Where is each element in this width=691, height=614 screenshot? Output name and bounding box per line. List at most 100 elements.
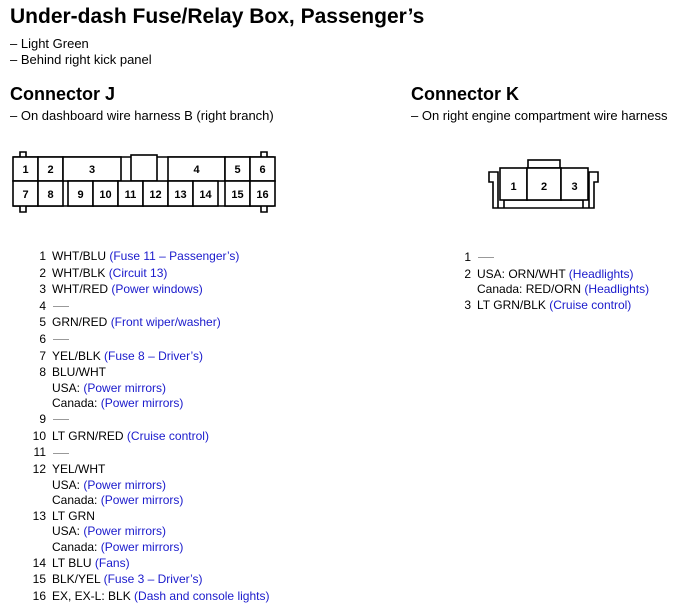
- unused-pin-dash: [478, 257, 494, 259]
- pin-description: WHT/BLU (Fuse 11 – Passenger’s): [52, 248, 239, 265]
- unused-pin-dash: [53, 306, 69, 308]
- wire-color: LT GRN/BLK: [477, 298, 546, 313]
- pin-description: YEL/BLK (Fuse 8 – Driver’s): [52, 348, 203, 365]
- wire-color: RED/ORN: [525, 282, 582, 297]
- pin-description: LT BLU (Fans): [52, 555, 130, 572]
- variant-prefix: Canada:: [52, 492, 98, 507]
- circuit-name: (Power mirrors): [100, 539, 184, 554]
- cavity-label: 6: [259, 164, 265, 176]
- variant-prefix: Canada:: [52, 539, 98, 554]
- wire-color: LT BLU: [52, 555, 92, 570]
- pin-number: 6: [39, 331, 46, 346]
- pin-variant-row: Canada: RED/ORN (Headlights): [453, 282, 683, 297]
- cavity-j-12: [142, 180, 169, 207]
- cavity-label: 9: [77, 189, 83, 201]
- wire-color: GRN/RED: [52, 315, 108, 330]
- cavity-label: 11: [125, 189, 137, 201]
- pin-number: 8: [39, 365, 46, 380]
- cavity-label: 1: [510, 181, 516, 193]
- circuit-name: (Dash and console lights): [134, 589, 270, 604]
- pin-variant-row: USA: (Power mirrors): [28, 524, 328, 539]
- connector-j-heading: Connector J: [10, 84, 116, 104]
- circuit-name: (Circuit 13): [108, 265, 168, 280]
- pin-description: USA: ORN/WHT (Headlights): [477, 266, 634, 283]
- circuit-name: (Power mirrors): [83, 524, 167, 539]
- page-title: Under-dash Fuse/Relay Box, Passenger’s: [10, 5, 425, 28]
- pin-number: 12: [32, 461, 46, 476]
- wire-color: LT GRN/RED: [52, 428, 124, 443]
- cavity-j-14: [192, 180, 219, 207]
- circuit-name: (Headlights): [568, 266, 634, 281]
- connector-j-location: – On dashboard wire harness B (right bra…: [10, 108, 274, 123]
- cavity-label: 12: [149, 189, 161, 201]
- cavity-j-11: [117, 180, 144, 207]
- pin-row: 6: [28, 331, 328, 348]
- cavity-j-3: [62, 156, 122, 182]
- connector-k-heading: Connector K: [411, 84, 519, 104]
- pin-row: 5 GRN/RED (Front wiper/washer): [28, 314, 328, 331]
- pin-row: 13 LT GRN: [28, 508, 328, 525]
- cavity-j-key: [130, 154, 158, 182]
- cavity-label: 2: [541, 181, 547, 193]
- cavity-label: 2: [47, 164, 53, 176]
- cavity-label: 3: [89, 164, 95, 176]
- pin-row: 11: [28, 444, 328, 461]
- pin-description: [52, 444, 69, 461]
- wire-color: WHT/BLK: [52, 265, 106, 280]
- pin-number: 2: [39, 265, 46, 280]
- variant-prefix: Canada:: [52, 395, 98, 410]
- connector-k-latch: [527, 159, 561, 169]
- wire-color: YEL/WHT: [52, 461, 106, 476]
- cavity-j-4: [167, 156, 226, 182]
- pin-variant-row: USA: (Power mirrors): [28, 478, 328, 493]
- cavity-label: 4: [193, 164, 200, 176]
- location-note: – Behind right kick panel: [10, 52, 152, 67]
- cavity-label: 5: [234, 164, 240, 176]
- pin-description: BLU/WHT: [52, 364, 106, 381]
- variant-prefix: USA:: [52, 524, 81, 539]
- wire-color: BLU/WHT: [52, 365, 106, 380]
- cavity-label: 1: [22, 164, 28, 176]
- cavity-label: 16: [256, 189, 268, 201]
- cavity-j-16: [249, 180, 276, 207]
- pin-description: BLK/YEL (Fuse 3 – Driver’s): [52, 571, 203, 588]
- circuit-name: (Headlights): [584, 282, 650, 297]
- connector-k-location: – On right engine compartment wire harne…: [411, 108, 668, 123]
- circuit-name: (Front wiper/washer): [110, 315, 221, 330]
- cavity-k-3: [560, 167, 589, 201]
- pin-number: 11: [33, 445, 46, 460]
- wire-color: EX, EX-L: BLK: [52, 589, 131, 604]
- cavity-label: 8: [47, 189, 53, 201]
- circuit-name: (Cruise control): [549, 298, 632, 313]
- pin-row: 12 YEL/WHT: [28, 461, 328, 478]
- cavity-label: 14: [199, 189, 212, 201]
- pin-description: YEL/WHT: [52, 461, 105, 478]
- pin-row: 9: [28, 411, 328, 428]
- pin-number: 3: [39, 282, 46, 297]
- pin-variant-row: USA: (Power mirrors): [28, 381, 328, 396]
- variant-prefix: USA:: [52, 380, 81, 395]
- unused-pin-dash: [53, 452, 69, 454]
- pin-description: [52, 331, 69, 348]
- pin-description: LT GRN/RED (Cruise control): [52, 428, 209, 445]
- pin-description: LT GRN: [52, 508, 95, 525]
- circuit-name: (Power mirrors): [83, 380, 167, 395]
- pin-number: 13: [32, 508, 46, 523]
- pin-number: 14: [32, 555, 46, 570]
- pin-number: 5: [39, 315, 46, 330]
- pin-description: [52, 411, 69, 428]
- circuit-name: (Power mirrors): [100, 492, 184, 507]
- cavity-label: 7: [22, 189, 28, 201]
- pin-number: 10: [32, 428, 46, 443]
- unused-pin-dash: [53, 419, 69, 421]
- circuit-name: (Power mirrors): [100, 395, 184, 410]
- wire-color: USA: ORN/WHT: [477, 266, 566, 281]
